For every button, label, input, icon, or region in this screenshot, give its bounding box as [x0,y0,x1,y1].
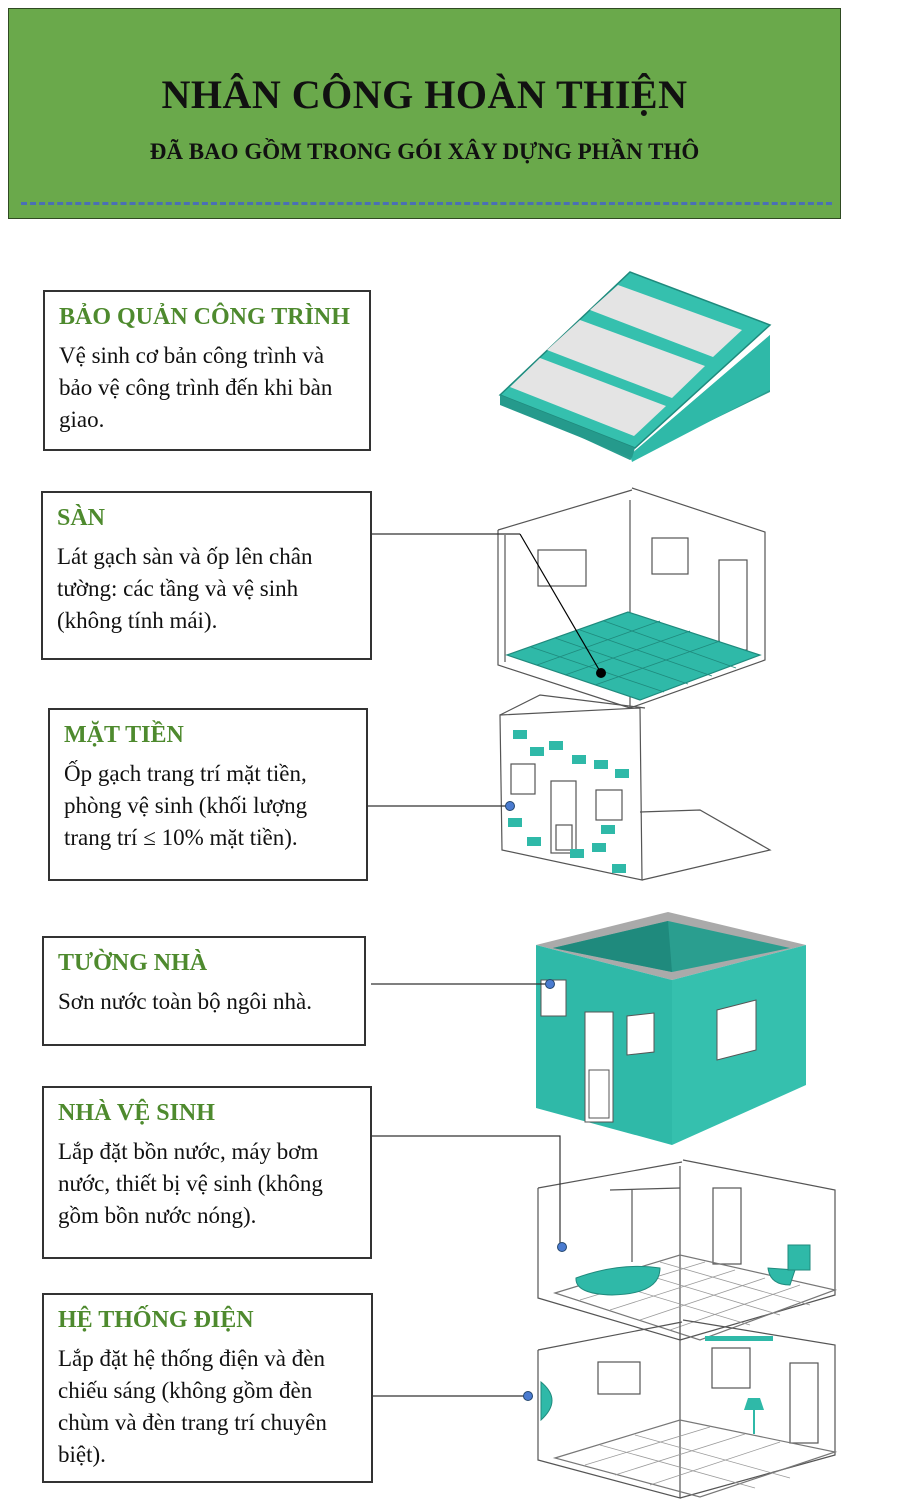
page-title: NHÂN CÔNG HOÀN THIỆN [161,72,688,117]
card-title: MẶT TIỀN [64,722,184,748]
card-description: Lắp đặt hệ thống điện và đèn chiếu sáng … [58,1346,327,1467]
card-description: Ốp gạch trang trí mặt tiền, phòng vệ sin… [64,761,308,850]
marker-dot [545,979,555,989]
floor-room-illustration [497,487,766,709]
header-banner: NHÂN CÔNG HOÀN THIỆN ĐÃ BAO GỒM TRONG GÓ… [8,8,841,219]
toilet-icon [767,1267,796,1286]
marker-dot [557,1242,567,1252]
electrical-room-illustration [537,1319,838,1499]
roof-illustration [498,271,772,462]
dashed-divider [21,202,832,205]
card-description: Vệ sinh cơ bản công trình và bảo vệ công… [59,343,333,432]
card-san: SÀN Lát gạch sàn và ốp lên chân tường: c… [41,491,372,660]
card-nha-ve-sinh: NHÀ VỆ SINH Lắp đặt bồn nước, máy bơm nư… [42,1086,372,1259]
connector-line [372,1135,561,1247]
card-description: Lát gạch sàn và ốp lên chân tường: các t… [57,544,313,633]
marker-dot [505,801,515,811]
painted-house-illustration [536,912,806,1145]
card-tuong-nha: TƯỜNG NHÀ Sơn nước toàn bộ ngôi nhà. [42,936,366,1046]
toilet-tank-icon [787,1244,811,1271]
card-title: NHÀ VỆ SINH [58,1100,215,1126]
card-bao-quan: BẢO QUẢN CÔNG TRÌNH Vệ sinh cơ bản công … [43,290,371,451]
marker-dot [523,1391,533,1401]
bathroom-illustration [537,1159,838,1341]
card-title: HỆ THỐNG ĐIỆN [58,1307,254,1333]
card-description: Sơn nước toàn bộ ngôi nhà. [58,989,312,1014]
wall-light-icon [540,1380,553,1422]
card-title: BẢO QUẢN CÔNG TRÌNH [59,304,350,330]
bathtub-icon [575,1265,661,1296]
card-he-thong-dien: HỆ THỐNG ĐIỆN Lắp đặt hệ thống điện và đ… [42,1293,373,1483]
card-description: Lắp đặt bồn nước, máy bơm nước, thiết bị… [58,1139,323,1228]
facade-illustration [499,694,772,881]
card-title: SÀN [57,505,106,531]
connector-line [519,533,602,674]
floor-lamp-icon [744,1398,764,1410]
page-subtitle: ĐÃ BAO GỒM TRONG GÓI XÂY DỰNG PHẦN THÔ [149,139,700,164]
marker-dot [596,668,606,678]
ceiling-light-icon [705,1336,773,1341]
card-title: TƯỜNG NHÀ [58,950,208,976]
card-mat-tien: MẶT TIỀN Ốp gạch trang trí mặt tiền, phò… [48,708,368,881]
